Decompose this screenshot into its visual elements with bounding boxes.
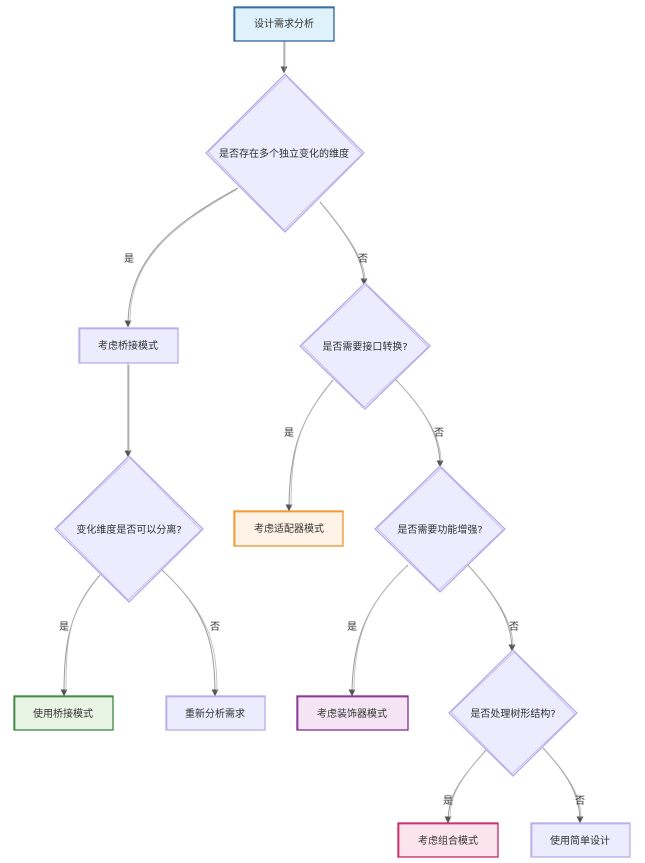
decision-multiple-dimensions[interactable]: 是否存在多个独立变化的维度	[205, 73, 365, 233]
edges	[60, 40, 584, 824]
edge-label-separable-yes: 是	[59, 621, 69, 633]
edge-dims-to-bridge	[124, 187, 239, 328]
node-consider-bridge[interactable]: 考虑桥接模式	[78, 327, 179, 364]
edge-label-interface-yes: 是	[284, 427, 294, 439]
node-consider-decorator[interactable]: 考虑装饰器模式	[296, 695, 409, 731]
decision-feature-enhancement[interactable]: 是否需要功能增强?	[374, 465, 506, 593]
decision-tree-structure-label: 是否处理树形结构?	[470, 707, 555, 720]
edge-separable-to-reanalyze-sketch	[163, 571, 218, 692]
decision-feature-enhancement-label: 是否需要功能增强?	[397, 523, 482, 536]
decision-interface-conversion[interactable]: 是否需要接口转换?	[299, 282, 431, 410]
edge-labels: 是 否 是 否 是 否 是 否 是 否	[59, 253, 585, 807]
edge-tree-to-composite	[444, 749, 487, 824]
node-consider-composite[interactable]: 考虑组合模式	[397, 822, 499, 858]
node-start-label: 设计需求分析	[254, 17, 314, 30]
edge-label-separable-no: 否	[210, 621, 220, 633]
edge-label-interface-no: 否	[434, 427, 444, 439]
edge-label-enhance-yes: 是	[347, 621, 357, 633]
edge-label-enhance-no: 否	[509, 621, 519, 633]
edge-enhance-to-decorator	[348, 564, 409, 697]
edge-separable-to-reanalyze	[161, 569, 219, 697]
node-reanalyze-requirements-label: 重新分析需求	[185, 707, 245, 720]
edge-tree-to-simple	[542, 747, 584, 824]
node-consider-adapter-label: 考虑适配器模式	[254, 522, 324, 535]
edge-dims-to-interface-sketch	[321, 203, 366, 281]
node-consider-composite-label: 考虑组合模式	[418, 834, 478, 847]
edge-label-dims-no: 否	[358, 253, 368, 265]
edge-label-tree-yes: 是	[443, 795, 453, 807]
edge-label-tree-no: 否	[575, 795, 585, 807]
decision-interface-conversion-label: 是否需要接口转换?	[322, 340, 407, 353]
nodes: 设计需求分析 是否存在多个独立变化的维度 考虑桥接模式 是否需要接口转换? 变化…	[13, 6, 631, 858]
edge-enhance-to-decorator-sketch	[353, 566, 407, 692]
edge-interface-to-enhance	[395, 379, 444, 468]
edge-enhance-to-tree	[467, 564, 516, 652]
node-use-simple-design[interactable]: 使用简单设计	[530, 822, 631, 858]
decision-dimensions-separable[interactable]: 变化维度是否可以分离?	[54, 455, 204, 603]
decision-tree-structure[interactable]: 是否处理树形结构?	[448, 649, 578, 777]
node-use-bridge-label: 使用桥接模式	[33, 707, 93, 720]
decision-dimensions-separable-label: 变化维度是否可以分离?	[76, 523, 181, 536]
edge-tree-to-composite-sketch	[449, 751, 485, 819]
node-use-bridge[interactable]: 使用桥接模式	[13, 695, 114, 731]
edge-interface-to-enhance-sketch	[397, 381, 442, 463]
node-reanalyze-requirements[interactable]: 重新分析需求	[165, 695, 266, 731]
node-consider-adapter[interactable]: 考虑适配器模式	[233, 510, 344, 547]
node-use-simple-design-label: 使用简单设计	[550, 834, 610, 847]
edge-label-dims-yes: 是	[124, 253, 134, 265]
edge-dims-to-bridge-sketch	[129, 189, 237, 323]
edge-interface-to-adapter	[285, 379, 334, 512]
edge-interface-to-adapter-sketch	[290, 381, 332, 507]
node-consider-decorator-label: 考虑装饰器模式	[317, 707, 387, 720]
edge-enhance-to-tree-sketch	[469, 566, 514, 647]
edge-separable-to-use-bridge-sketch	[65, 576, 99, 692]
edge-dims-to-interface	[319, 201, 368, 286]
edge-tree-to-simple-sketch	[544, 749, 582, 819]
node-start[interactable]: 设计需求分析	[233, 6, 335, 42]
node-consider-bridge-label: 考虑桥接模式	[98, 339, 158, 352]
decision-multiple-dimensions-label: 是否存在多个独立变化的维度	[219, 147, 349, 160]
